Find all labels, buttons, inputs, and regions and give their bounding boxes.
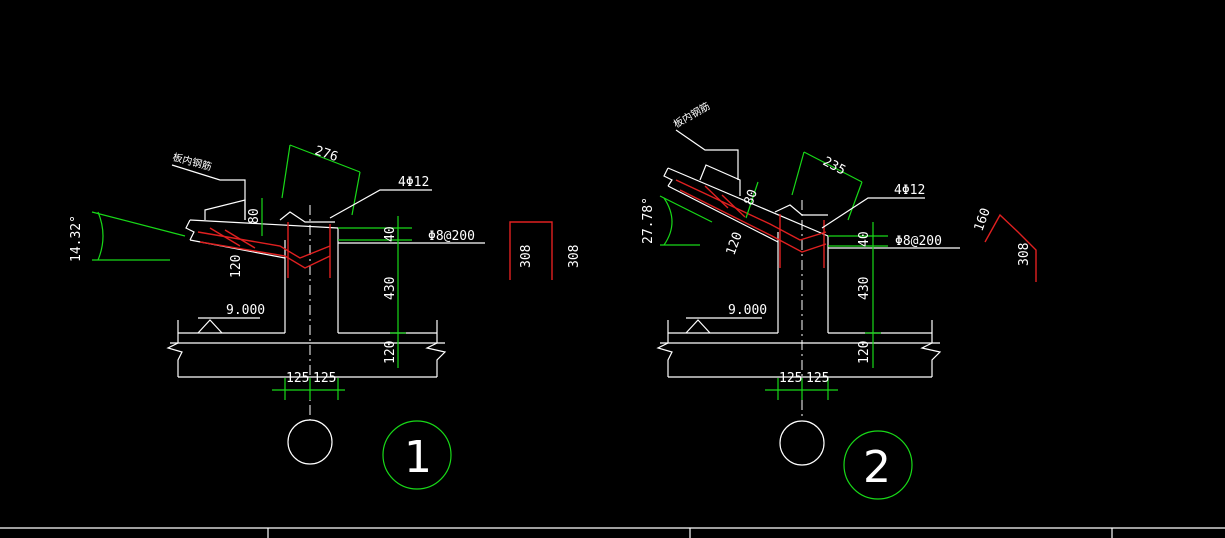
- slab-rebar-label: 板内钢筋: [671, 99, 712, 130]
- break-line-left: [166, 320, 183, 377]
- dim-80-line: [745, 181, 759, 219]
- rebar-lower: [679, 189, 827, 253]
- dim-120-bottom-label: 120: [857, 341, 872, 364]
- angle-label: 27.78°: [641, 197, 656, 244]
- dim-80-label: 80: [247, 208, 262, 224]
- break-line-right: [920, 320, 942, 377]
- eave-step: [204, 199, 246, 220]
- break-line-right: [425, 320, 447, 377]
- top-dim-label: 235: [820, 154, 848, 178]
- dim-right-label: 125: [806, 371, 829, 386]
- dim-430-label: 430: [383, 277, 398, 300]
- elevation-label: 9.000: [728, 303, 767, 318]
- stirrup-dim-b: 308: [1017, 243, 1032, 266]
- slab-rebar-label: 板内钢筋: [171, 150, 213, 173]
- roof-break: [185, 219, 195, 241]
- roof-slab-top: [189, 219, 339, 229]
- stirrup-dim-a: 308: [519, 245, 534, 268]
- top-dim-label: 276: [313, 144, 340, 166]
- angle-arc: [663, 197, 673, 246]
- rebar-lower: [199, 241, 331, 269]
- break-line-left: [656, 320, 673, 377]
- main-rebar-leader: [821, 197, 925, 229]
- ridge-step: [279, 211, 335, 223]
- rebar-main: [675, 179, 827, 241]
- ridge-step: [774, 204, 828, 216]
- elevation-triangle: [197, 319, 223, 334]
- stirrup-label: Φ8@200: [895, 234, 942, 249]
- detail-number-circle: [843, 430, 913, 500]
- rebar-hatch-2: [721, 194, 746, 218]
- roof-slab-bottom: [667, 185, 779, 243]
- dim-right-label: 125: [313, 371, 336, 386]
- top-dim-ext-l: [281, 144, 291, 199]
- main-rebar-leader: [329, 189, 432, 219]
- dim-430-label: 430: [857, 277, 872, 300]
- detail-number-circle: [382, 420, 452, 490]
- rebar-hatch-1: [209, 227, 241, 247]
- elevation-label: 9.000: [226, 303, 265, 318]
- detail-number: 2: [863, 442, 891, 493]
- main-rebar-label: 4Φ12: [894, 183, 925, 198]
- dim-left-label: 125: [779, 371, 802, 386]
- dim-40-label: 40: [383, 226, 398, 242]
- label-leader: [675, 129, 739, 180]
- angle-label: 14.32°: [69, 215, 84, 262]
- stirrup-dim-b: 308: [567, 245, 582, 268]
- roof-slab-top: [667, 167, 829, 237]
- top-dim-ext-r: [847, 181, 863, 221]
- angle-leg-1: [91, 211, 186, 237]
- detail-2: 9.000 板内钢筋 27.78° 235 80 120 4Φ12: [641, 99, 1037, 500]
- angle-arc: [97, 211, 104, 261]
- rebar-hatch-2: [224, 229, 256, 249]
- eave-step: [699, 164, 741, 196]
- dim-120-slab-label: 120: [724, 230, 746, 257]
- stirrup-label: Φ8@200: [428, 229, 475, 244]
- stirrup-dim-a: 160: [972, 206, 994, 233]
- axis-bubble: [287, 419, 333, 465]
- dim-120-bottom-label: 120: [383, 341, 398, 364]
- top-dim-ext-l: [791, 151, 805, 196]
- roof-break: [663, 167, 673, 187]
- stirrup-shape: [984, 213, 1037, 282]
- stirrup-shape: [509, 221, 553, 280]
- angle-leg-1: [659, 195, 713, 223]
- top-dim-line: [803, 151, 863, 183]
- rebar-hatch-1: [704, 185, 729, 209]
- dim-40-label: 40: [857, 231, 872, 247]
- dim-left-label: 125: [286, 371, 309, 386]
- top-dim-line: [289, 144, 361, 173]
- detail-number: 1: [404, 432, 432, 483]
- elevation-triangle: [685, 319, 711, 334]
- dim-80-label: 80: [742, 188, 761, 208]
- label-leader: [171, 164, 246, 220]
- top-dim-ext-r: [351, 171, 361, 216]
- dim-120-slab-label: 120: [229, 255, 244, 278]
- main-rebar-label: 4Φ12: [398, 175, 429, 190]
- axis-bubble: [779, 420, 825, 466]
- detail-1: 9.000 板内钢筋 14.32° 276 80 120 4Φ12: [69, 144, 582, 490]
